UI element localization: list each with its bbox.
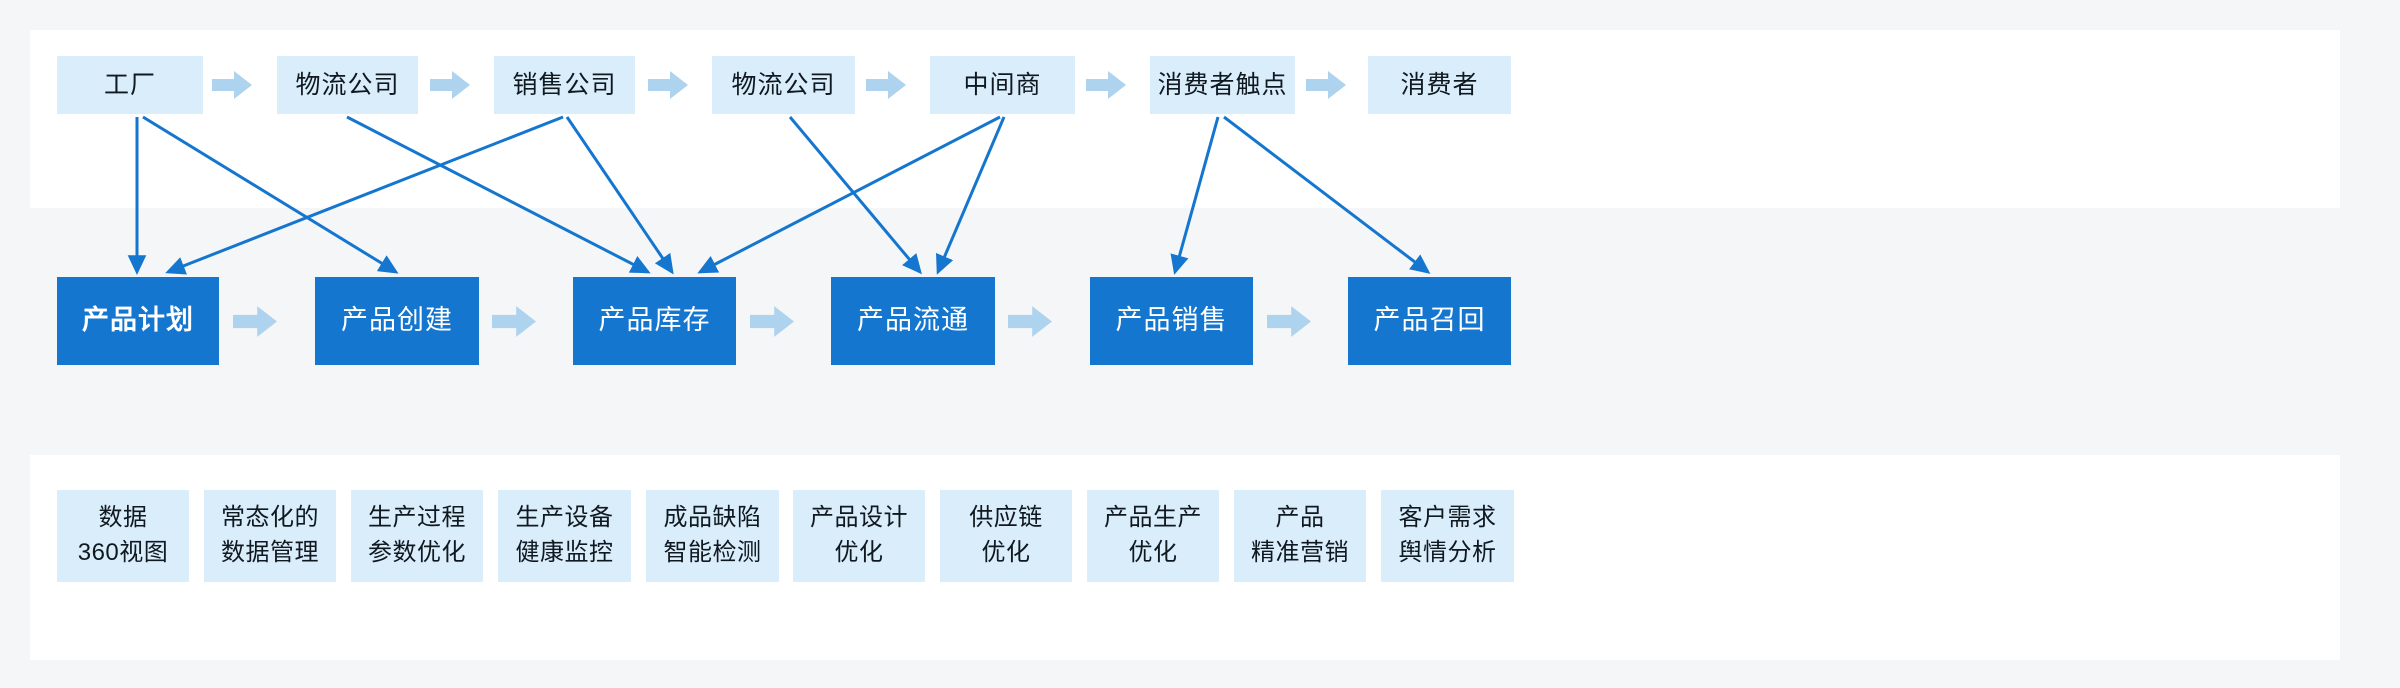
capability-node-design-optimization[interactable]: 产品设计 优化 bbox=[793, 490, 925, 582]
actor-node-label: 物流公司 bbox=[731, 70, 836, 99]
stage-node-product-sales[interactable]: 产品销售 bbox=[1090, 277, 1253, 365]
capability-node-label: 生产设备 健康监控 bbox=[515, 504, 614, 566]
actor-node-logistics-2[interactable]: 物流公司 bbox=[712, 56, 855, 114]
capability-node-label: 生产过程 参数优化 bbox=[368, 504, 466, 566]
capability-node-label: 产品生产 优化 bbox=[1104, 504, 1202, 566]
actor-node-logistics-1[interactable]: 物流公司 bbox=[277, 56, 418, 114]
capability-node-label: 客户需求 舆情分析 bbox=[1398, 504, 1497, 566]
stage-node-product-create[interactable]: 产品创建 bbox=[315, 277, 479, 365]
capability-node-defect-detection[interactable]: 成品缺陷 智能检测 bbox=[646, 490, 779, 582]
actor-node-sales-company[interactable]: 销售公司 bbox=[494, 56, 635, 114]
actor-node-factory[interactable]: 工厂 bbox=[57, 56, 203, 114]
capability-node-supply-chain-opt[interactable]: 供应链 优化 bbox=[940, 490, 1072, 582]
capability-node-label: 成品缺陷 智能检测 bbox=[663, 504, 762, 566]
actor-node-label: 物流公司 bbox=[295, 70, 400, 99]
capability-node-data-360-view[interactable]: 数据 360视图 bbox=[57, 490, 189, 582]
actor-node-middleman[interactable]: 中间商 bbox=[930, 56, 1075, 114]
stage-node-label: 产品召回 bbox=[1373, 305, 1486, 336]
capability-node-process-param-opt[interactable]: 生产过程 参数优化 bbox=[351, 490, 483, 582]
actor-node-label: 消费者 bbox=[1400, 70, 1479, 99]
stage-node-product-circulation[interactable]: 产品流通 bbox=[831, 277, 995, 365]
capability-node-label: 常态化的 数据管理 bbox=[221, 504, 319, 566]
capability-node-production-opt[interactable]: 产品生产 优化 bbox=[1087, 490, 1219, 582]
actor-node-label: 消费者触点 bbox=[1157, 70, 1288, 99]
stage-node-label: 产品计划 bbox=[82, 305, 194, 336]
stage-node-label: 产品销售 bbox=[1115, 305, 1228, 336]
actor-node-label: 中间商 bbox=[963, 70, 1042, 99]
capability-node-label: 数据 360视图 bbox=[77, 504, 169, 566]
capability-node-label: 产品 精准营销 bbox=[1251, 504, 1349, 566]
actor-node-consumer-touch[interactable]: 消费者触点 bbox=[1150, 56, 1295, 114]
stage-node-product-plan[interactable]: 产品计划 bbox=[57, 277, 219, 365]
stage-node-label: 产品库存 bbox=[598, 305, 711, 336]
stage-node-product-inventory[interactable]: 产品库存 bbox=[573, 277, 736, 365]
stage-node-label: 产品流通 bbox=[857, 305, 969, 336]
capability-node-label: 产品设计 优化 bbox=[810, 504, 908, 566]
capability-node-normalized-data-mgmt[interactable]: 常态化的 数据管理 bbox=[204, 490, 336, 582]
capability-node-label: 供应链 优化 bbox=[969, 504, 1043, 566]
stage-node-product-recall[interactable]: 产品召回 bbox=[1348, 277, 1511, 365]
stage-node-label: 产品创建 bbox=[341, 305, 453, 336]
actor-node-label: 工厂 bbox=[103, 70, 156, 99]
capability-node-customer-demand[interactable]: 客户需求 舆情分析 bbox=[1381, 490, 1514, 582]
actor-node-consumer[interactable]: 消费者 bbox=[1368, 56, 1511, 114]
capability-node-equipment-health[interactable]: 生产设备 健康监控 bbox=[498, 490, 631, 582]
actor-node-label: 销售公司 bbox=[512, 70, 617, 99]
capability-node-precision-marketing[interactable]: 产品 精准营销 bbox=[1234, 490, 1366, 582]
